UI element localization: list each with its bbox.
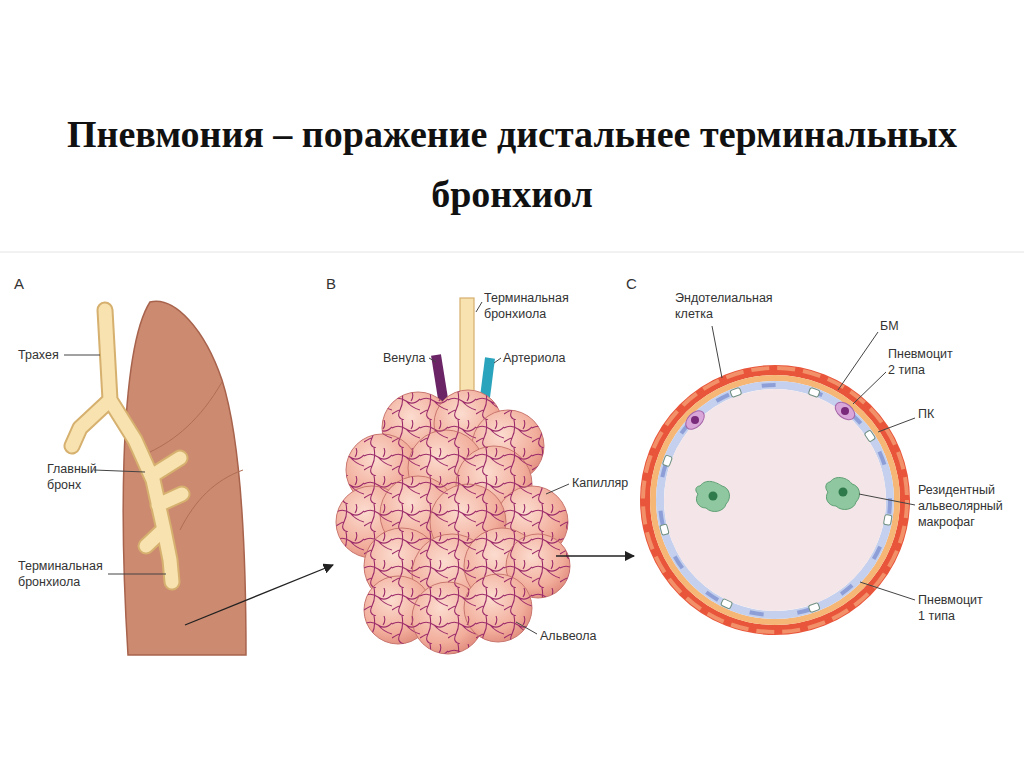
cell-junctions — [660, 387, 892, 612]
alveolus-section — [643, 368, 907, 632]
alveolus-section — [660, 385, 890, 615]
lung-figure — [123, 301, 246, 655]
alveolar-macrophage — [839, 488, 848, 497]
part-label: Резидентный альвеолярный макрофаг — [918, 482, 958, 530]
panel-letter: C — [626, 276, 637, 292]
cell-junctions — [864, 430, 875, 442]
leader-lines — [860, 582, 915, 600]
cell-junctions — [808, 603, 820, 613]
part-label: Капилляр — [572, 475, 628, 491]
leader-lines — [516, 622, 537, 634]
leader-lines — [476, 302, 482, 312]
leader-lines — [94, 470, 145, 472]
cell-junctions — [864, 430, 875, 442]
part-label: Артериола — [503, 350, 565, 366]
cell-junctions — [721, 598, 733, 609]
lung-figure — [123, 301, 246, 655]
lung-figure — [180, 470, 243, 530]
panel-rule — [0, 252, 1024, 253]
alveolus-section — [660, 385, 890, 615]
cell-junctions — [730, 387, 742, 397]
cell-junctions — [662, 455, 672, 467]
part-label: Главный бронх — [47, 461, 87, 493]
leader-lines — [429, 358, 436, 362]
lung-figure — [150, 382, 222, 452]
leader-lines — [108, 574, 166, 575]
alveolus-cluster — [464, 574, 532, 642]
cell-junctions — [883, 514, 892, 525]
alveolar-macrophage — [696, 478, 860, 512]
cell-junctions — [730, 387, 742, 397]
zoom-arrow — [185, 565, 333, 625]
alveolus-section — [653, 378, 897, 622]
cell-junctions — [721, 598, 733, 609]
type2-pneumocyte — [841, 407, 849, 415]
leader-lines — [878, 418, 915, 432]
cell-junctions — [808, 603, 820, 613]
airway-tree — [72, 310, 182, 582]
type2-pneumocyte — [682, 407, 707, 432]
type2-pneumocyte — [691, 416, 699, 424]
alveolus-section — [645, 370, 905, 630]
alveolar-macrophage — [696, 481, 730, 511]
cell-junctions — [883, 514, 892, 525]
leader-lines — [712, 326, 722, 378]
cell-junctions — [808, 387, 820, 397]
leader-lines — [853, 372, 886, 404]
part-label: Венула — [383, 350, 425, 366]
alveolus-cluster — [464, 574, 532, 642]
leader-lines — [546, 484, 569, 494]
part-label: Терминальная бронхиола — [484, 290, 524, 322]
slide-title: Пневмония – поражение дистальнее термина… — [40, 104, 984, 224]
part-label: Пневмоцит 1 типа — [918, 592, 958, 624]
panel-letter: A — [14, 276, 24, 292]
alveolus-cluster — [464, 574, 532, 642]
part-label: Терминальная бронхиола — [18, 558, 58, 590]
part-label: Альвеола — [540, 628, 597, 644]
part-label: БМ — [880, 318, 899, 334]
leader-lines — [838, 332, 878, 390]
cell-junctions — [808, 387, 820, 397]
panel-letter: B — [326, 276, 336, 292]
cell-junctions — [662, 455, 672, 467]
leader-lines — [494, 358, 501, 363]
airway-tree — [72, 310, 182, 582]
leader-lines — [429, 302, 569, 634]
leader-lines — [859, 494, 915, 505]
leader-lines — [712, 326, 915, 600]
part-label: Эндотелиальная клетка — [675, 290, 715, 322]
part-label: ПК — [918, 406, 934, 422]
part-label: Трахея — [18, 347, 59, 363]
airway-tree — [72, 310, 182, 582]
cell-junctions — [660, 524, 669, 535]
leader-lines — [64, 355, 100, 356]
alveolar-macrophage — [826, 478, 860, 510]
cell-junctions — [660, 524, 669, 535]
alveolus-cluster — [336, 390, 570, 654]
alveolus-section — [643, 368, 907, 632]
zoom-arrow — [556, 555, 634, 556]
type2-pneumocyte — [682, 399, 858, 433]
alveolus-section — [664, 389, 886, 611]
part-label: Пневмоцит 2 типа — [888, 346, 928, 378]
alveolar-macrophage — [709, 492, 718, 501]
